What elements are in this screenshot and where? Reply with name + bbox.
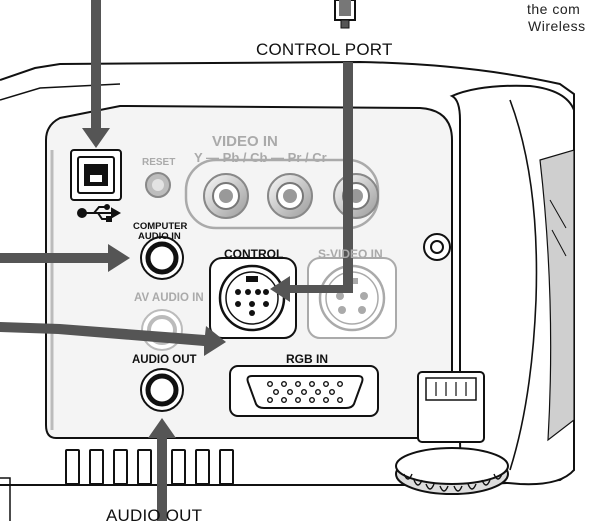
control-cable-plug (335, 0, 355, 28)
rgb-in-label: RGB IN (286, 352, 328, 366)
reset-label: RESET (142, 157, 175, 168)
control-port-callout: CONTROL PORT (256, 40, 393, 60)
video-in-y-jack[interactable] (204, 174, 248, 218)
computer-audio-in-jack[interactable] (141, 237, 183, 279)
video-in-pr-cr-jack[interactable] (334, 174, 378, 218)
video-in-label: VIDEO IN (212, 133, 278, 150)
audio-out-panel-label: AUDIO OUT (132, 354, 197, 366)
corner-text-line-2: Wireless (528, 19, 586, 34)
audio-out-callout: AUDIO OUT (106, 506, 202, 526)
reset-button-inner (152, 179, 164, 191)
audio-out-jack[interactable] (141, 369, 183, 411)
s-video-in-label: S-VIDEO IN (318, 247, 383, 261)
corner-text-line-1: the com (527, 2, 580, 17)
rgb-in-socket[interactable] (248, 376, 363, 408)
av-audio-in-jack[interactable] (142, 310, 182, 350)
control-label: CONTROL (224, 247, 283, 261)
ventilation-slots (66, 450, 233, 484)
av-audio-in-label: AV AUDIO IN (134, 292, 204, 304)
usb-port-tab (90, 175, 102, 182)
video-in-pb-cb-jack[interactable] (268, 174, 312, 218)
security-screw-center (431, 241, 443, 253)
computer-audio-in-label-2: AUDIO IN (138, 231, 181, 242)
component-channels-label: Y — Pb / Cb — Pr / Cr (194, 150, 327, 165)
control-port-socket[interactable] (220, 266, 284, 330)
